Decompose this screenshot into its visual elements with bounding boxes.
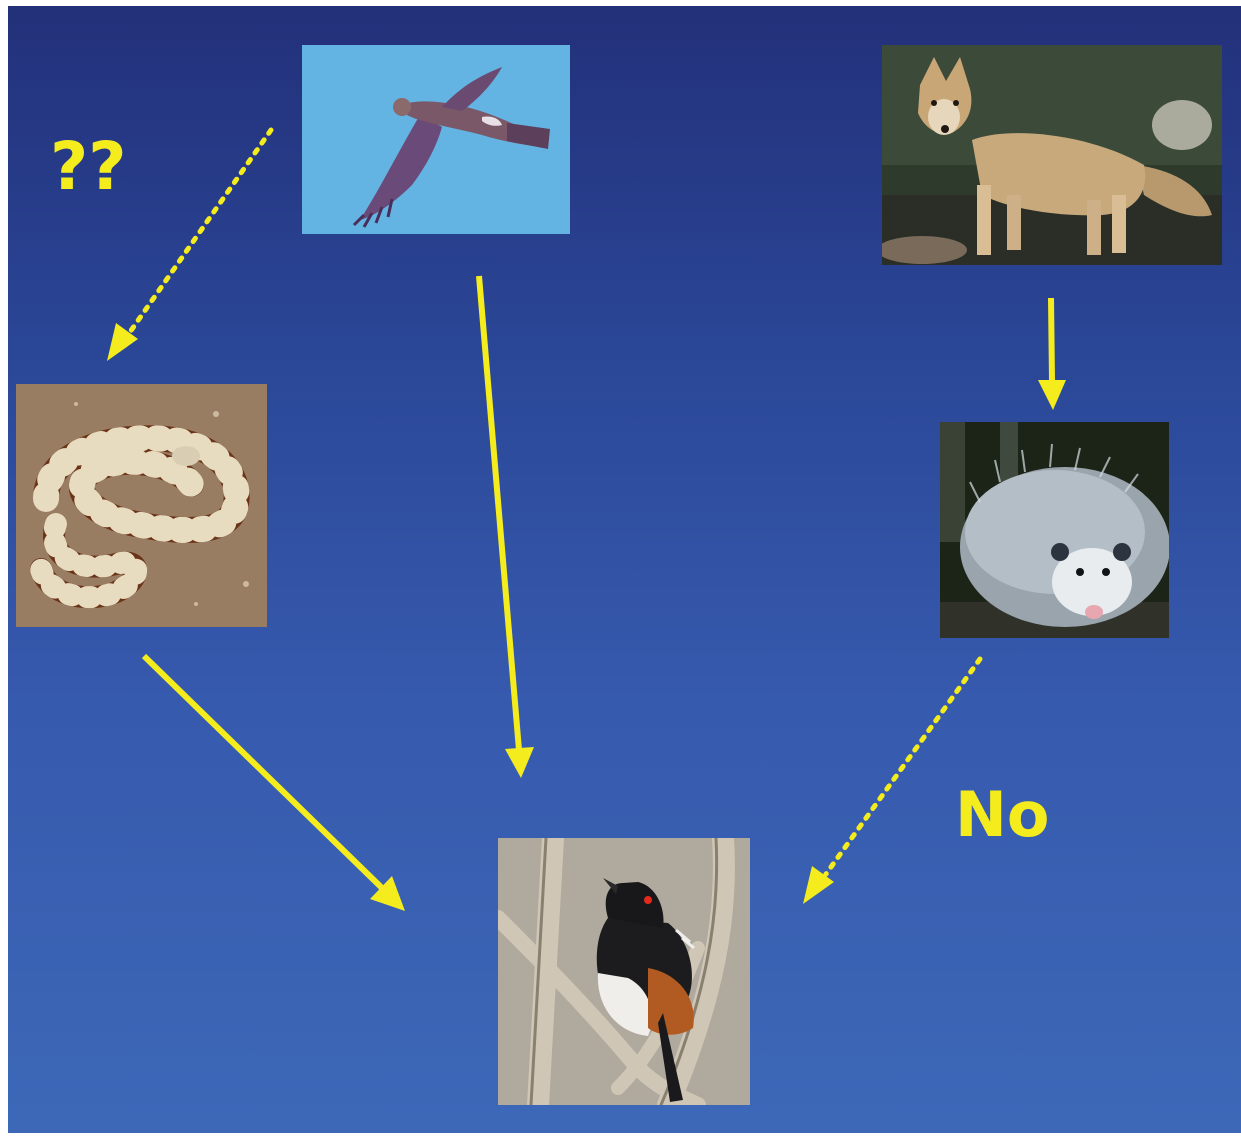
snake-to-towhee-arrow xyxy=(144,656,405,911)
coyote-to-opossum-arrow xyxy=(1038,298,1066,410)
no-relation-label: No xyxy=(955,784,1049,846)
opossum-to-towhee-arrow xyxy=(803,659,980,904)
hawk-to-towhee-arrow xyxy=(479,276,534,778)
food-web-slide: ?? No xyxy=(8,6,1241,1133)
unknown-relation-label: ?? xyxy=(50,134,127,200)
hawk-to-snake-arrow xyxy=(107,130,271,361)
food-web-arrows xyxy=(8,6,1241,1133)
